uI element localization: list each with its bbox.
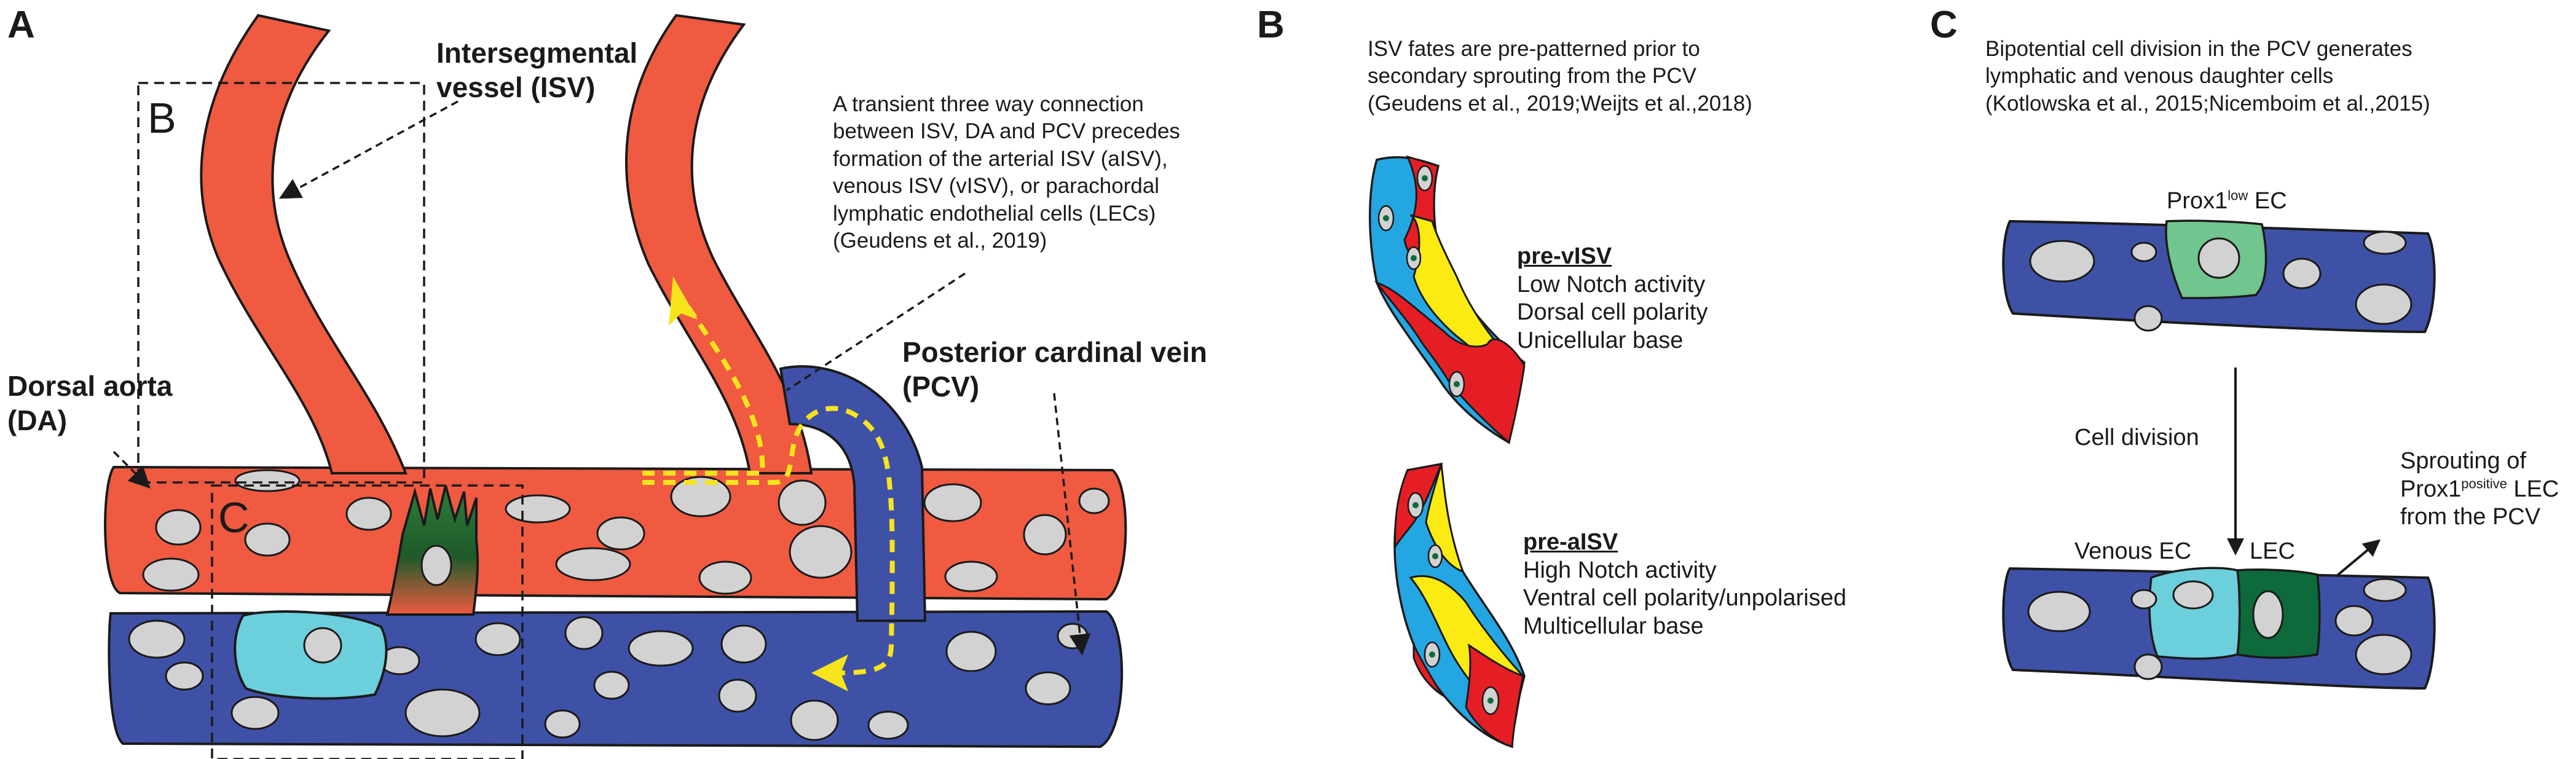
connection-note-line: lymphatic endothelial cells (LECs)	[833, 201, 1156, 226]
isv-label: Intersegmental vessel (ISV)	[436, 36, 637, 104]
venous-ec-label: Venous EC	[2074, 538, 2192, 564]
da-label: Dorsal aorta (DA)	[7, 369, 172, 438]
sprouting-label: Sprouting of Prox1positive LEC from the …	[2400, 447, 2559, 532]
box-b-outline	[137, 82, 425, 484]
pcv-label-line1: Posterior cardinal vein	[902, 336, 1207, 368]
pre-visv-description: pre-vISV Low Notch activity Dorsal cell …	[1517, 243, 1707, 355]
sprouting-line3: from the PCV	[2400, 504, 2541, 530]
da-label-line1: Dorsal aorta	[7, 370, 173, 402]
panel-b-heading-line: (Geudens et al., 2019;Weijts et al.,2018…	[1368, 91, 1752, 116]
yellow-migration-path	[642, 277, 895, 691]
venous-cyan-cell	[234, 610, 388, 700]
sprouting-prox1: Prox1	[2400, 476, 2462, 502]
prox1-low-suffix: EC	[2248, 188, 2287, 214]
da-label-pointer	[112, 450, 151, 489]
prox1-low-ec-label: Prox1low EC	[2167, 187, 2287, 216]
panel-c-heading-line: Bipotential cell division in the PCV gen…	[1985, 37, 2413, 61]
box-c-outline	[211, 484, 524, 759]
pre-visv-title: pre-vISV	[1517, 243, 1612, 269]
pre-aisv-title: pre-aISV	[1523, 529, 1618, 555]
pcv-label-pointer	[1053, 393, 1091, 656]
prox1-low-base: Prox1	[2167, 188, 2228, 214]
box-b-letter: B	[148, 94, 176, 142]
da-label-line2: (DA)	[7, 404, 68, 437]
connection-note-line: venous ISV (vISV), or parachordal	[833, 174, 1160, 199]
pre-visv-line: Unicellular base	[1517, 327, 1684, 353]
panel-c-heading: Bipotential cell division in the PCV gen…	[1985, 36, 2430, 117]
cell-division-label: Cell division	[2074, 425, 2199, 450]
connection-note-pointer	[786, 272, 966, 391]
pre-aisv-line: High Notch activity	[1523, 557, 1717, 583]
panel-b-letter: B	[1257, 4, 1285, 46]
panel-b-heading-line: ISV fates are pre-patterned prior to	[1368, 37, 1700, 61]
panel-b-heading: ISV fates are pre-patterned prior to sec…	[1368, 36, 1752, 117]
lec-label: LEC	[2250, 538, 2295, 564]
panel-c-heading-line: (Kotlowska et al., 2015;Nicemboim et al.…	[1985, 91, 2430, 116]
sprouting-suffix: LEC	[2507, 476, 2559, 502]
pcv-label-line2: (PCV)	[902, 371, 980, 403]
connection-note-line: A transient three way connection	[833, 92, 1144, 116]
right-isv	[625, 14, 813, 474]
panel-c-heading-line: lymphatic and venous daughter cells	[1985, 64, 2334, 88]
connection-note: A transient three way connection between…	[833, 91, 1180, 255]
panel-c-letter: C	[1930, 4, 1958, 46]
pre-visv-line: Dorsal cell polarity	[1517, 299, 1708, 326]
isv-label-pointer	[278, 100, 459, 199]
pre-aisv-line: Multicellular base	[1523, 613, 1704, 639]
box-c-letter: C	[218, 494, 250, 541]
vein-nuclei	[128, 616, 1089, 741]
pcv-sprout-connection	[779, 365, 927, 622]
left-isv	[200, 14, 408, 474]
panel-a-letter: A	[7, 4, 35, 46]
isv-label-line1: Intersegmental	[436, 37, 638, 69]
sprouting-sup: positive	[2461, 475, 2507, 491]
connection-note-line: (Geudens et al., 2019)	[833, 229, 1047, 253]
sprouting-line2: Prox1positive LEC	[2400, 476, 2559, 504]
panel-b-heading-line: secondary sprouting from the PCV	[1368, 64, 1696, 88]
pre-aisv-description: pre-aISV High Notch activity Ventral cel…	[1523, 529, 1846, 640]
pre-visv-line: Low Notch activity	[1517, 271, 1706, 297]
pre-visv-diagram	[1369, 155, 1526, 444]
pcv-segment-after-division	[2002, 567, 2436, 690]
pcv-segment-before-division	[2002, 219, 2436, 334]
connection-note-line: formation of the arterial ISV (aISV),	[833, 146, 1168, 171]
pre-aisv-line: Ventral cell polarity/unpolarised	[1523, 585, 1846, 612]
connection-note-line: between ISV, DA and PCV precedes	[833, 119, 1180, 144]
prox1-low-sup: low	[2227, 187, 2248, 203]
sprouting-line1: Sprouting of	[2400, 448, 2526, 474]
isv-label-line2: vessel (ISV)	[436, 71, 596, 104]
pre-aisv-diagram	[1393, 462, 1526, 749]
pcv-label: Posterior cardinal vein (PCV)	[902, 335, 1207, 404]
